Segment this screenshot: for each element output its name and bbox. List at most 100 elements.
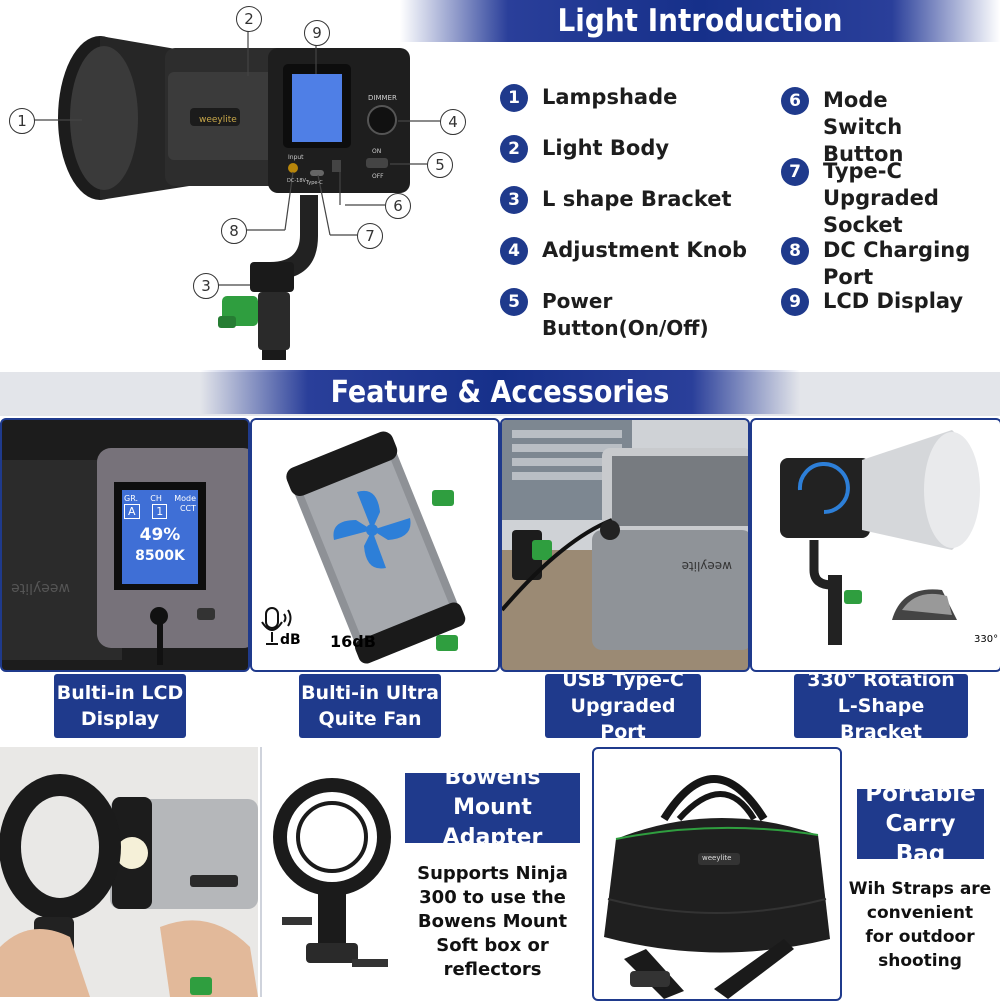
lcd-mode-value: CCT (179, 504, 196, 513)
legend-number: 9 (781, 288, 809, 316)
legend-item-lampshade: 1 Lampshade (500, 84, 770, 112)
lcd-group-value: A (124, 504, 140, 519)
legend-item-bracket: 3 L shape Bracket (500, 186, 770, 214)
legend-label: L shape Bracket (542, 187, 732, 211)
svg-text:ON: ON (372, 148, 381, 155)
legend-number: 8 (781, 237, 809, 265)
caption-usb-line2: Upgraded Port (570, 695, 676, 743)
bowens-adapter-panel (260, 747, 400, 997)
rotation-bracket-illustration (780, 430, 980, 645)
feature-panel-lcd: weeylite GR. CH Mode A 1 CCT 49% 8500K (0, 418, 250, 672)
svg-text:weeylite: weeylite (682, 559, 732, 573)
svg-text:DC-18V: DC-18V (287, 178, 307, 184)
rotation-degree-label: 330° (974, 634, 999, 645)
svg-text:weeylite: weeylite (199, 115, 237, 125)
caption-usb-line1: USB Type-C (562, 669, 684, 691)
callout-1: 1 (9, 108, 35, 134)
fan-db-value: 16dB (330, 632, 376, 651)
callout-8: 8 (221, 218, 247, 244)
bowens-desc-line: Bowens Mount (417, 911, 568, 932)
bowens-desc-line: Supports Ninja (417, 863, 568, 884)
legend-number: 5 (500, 288, 528, 316)
bowens-desc-line: 300 to use the (419, 887, 566, 908)
svg-text:DIMMER: DIMMER (368, 94, 397, 102)
lcd-brightness: 49% (139, 525, 181, 545)
lcd-screen-text: GR. CH Mode A 1 CCT 49% 8500K (124, 494, 196, 564)
caption-fan-line2: Quite Fan (318, 708, 422, 730)
legend-number: 3 (500, 186, 528, 214)
legend-item-type-c: 7 Type-C Upgraded Socket (781, 158, 996, 239)
legend-number: 6 (781, 87, 809, 115)
legend-label: Type-C Upgraded Socket (823, 159, 939, 237)
svg-text:Input: Input (288, 154, 304, 161)
bag-desc-line: convenient (866, 903, 974, 923)
legend-label: LCD Display (823, 289, 964, 313)
feature-banner: Feature & Accessories (200, 370, 800, 414)
callout-4: 4 (440, 109, 466, 135)
caption-rotation-line2: L-Shape Bracket (837, 695, 925, 743)
callout-3: 3 (193, 273, 219, 299)
feature-panel-usb: weeylite (500, 418, 750, 672)
bag-description: Wih Straps are convenient for outdoor sh… (845, 877, 995, 973)
bowens-description: Supports Ninja 300 to use the Bowens Mou… (405, 862, 580, 982)
legend-item-knob: 4 Adjustment Knob (500, 237, 770, 265)
bowens-title: Bowens Mount Adapter (405, 765, 580, 850)
legend-item-power: 5 Power Button(On/Off) (500, 288, 770, 342)
feature-title: Feature & Accessories (330, 374, 670, 410)
caption-lcd: Bulti-in LCD Display (54, 674, 186, 738)
caption-fan: Bulti-in Ultra Quite Fan (299, 674, 441, 738)
lcd-ch-value: 1 (152, 504, 168, 519)
legend-number: 4 (500, 237, 528, 265)
legend-number: 7 (781, 158, 809, 186)
svg-text:Type-C: Type-C (305, 180, 323, 186)
caption-lcd-line2: Display (80, 708, 160, 730)
light-intro-banner: Light Introduction (400, 0, 1000, 42)
legend-label: Adjustment Knob (542, 238, 748, 262)
lcd-closeup-illustration: weeylite (2, 448, 248, 665)
fan-illustration (261, 431, 466, 664)
legend-item-dc-port: 8 DC Charging Port (781, 237, 996, 291)
legend-label: Power Button(On/Off) (542, 289, 709, 340)
bowens-desc-line: Soft box or (436, 935, 549, 956)
bag-brand-logo: weeylite (702, 854, 732, 862)
fan-db-unit: dB (280, 632, 301, 648)
caption-rotation: 330° Rotation L-Shape Bracket (794, 669, 968, 743)
callout-2: 2 (236, 6, 262, 32)
svg-text:weeylite: weeylite (11, 580, 70, 596)
legend-label: Mode Switch Button (823, 88, 904, 166)
bag-desc-line: Wih Straps are (848, 879, 992, 899)
callout-7: 7 (357, 223, 383, 249)
light-product-illustration: weeylite DIMMER ON OFF Input DC-18V Type… (34, 30, 440, 360)
legend-label: DC Charging Port (823, 238, 971, 289)
legend-number: 2 (500, 135, 528, 163)
usb-port-illustration: weeylite (502, 420, 748, 650)
bag-desc-line: shooting (878, 951, 962, 971)
svg-text:OFF: OFF (372, 173, 384, 180)
light-intro-title: Light Introduction (557, 3, 843, 39)
bowens-title-line1: Bowens Mount (444, 765, 541, 820)
lcd-temperature: 8500K (135, 548, 185, 564)
bowens-photo-panel (0, 747, 258, 997)
caption-fan-line1: Bulti-in Ultra (301, 682, 439, 704)
legend-item-lcd: 9 LCD Display (781, 288, 996, 316)
carry-bag-illustration (604, 775, 830, 999)
legend-label: Light Body (542, 136, 670, 160)
callout-5: 5 (427, 152, 453, 178)
legend-number: 1 (500, 84, 528, 112)
caption-usb: USB Type-C Upgraded Port (545, 669, 701, 743)
caption-rotation-line1: 330° Rotation (807, 669, 955, 691)
callout-6: 6 (385, 193, 411, 219)
feature-panel-fan: dB 16dB (250, 418, 500, 672)
legend-item-light-body: 2 Light Body (500, 135, 770, 163)
legend-item-mode-switch: 6 Mode Switch Button (781, 87, 981, 168)
lcd-mode-label: Mode (174, 494, 196, 503)
bowens-hand-illustration (0, 774, 258, 997)
lcd-ch-label: CH (150, 494, 162, 503)
bowens-desc-line: reflectors (443, 959, 542, 980)
bag-title-line1: Portable (865, 781, 976, 807)
bag-desc-line: for outdoor (865, 927, 975, 947)
feature-panel-rotation: 330° (750, 418, 1000, 672)
legend-label: Lampshade (542, 85, 678, 109)
bowens-title-line2: Adapter (442, 825, 543, 850)
callout-9: 9 (304, 20, 330, 46)
